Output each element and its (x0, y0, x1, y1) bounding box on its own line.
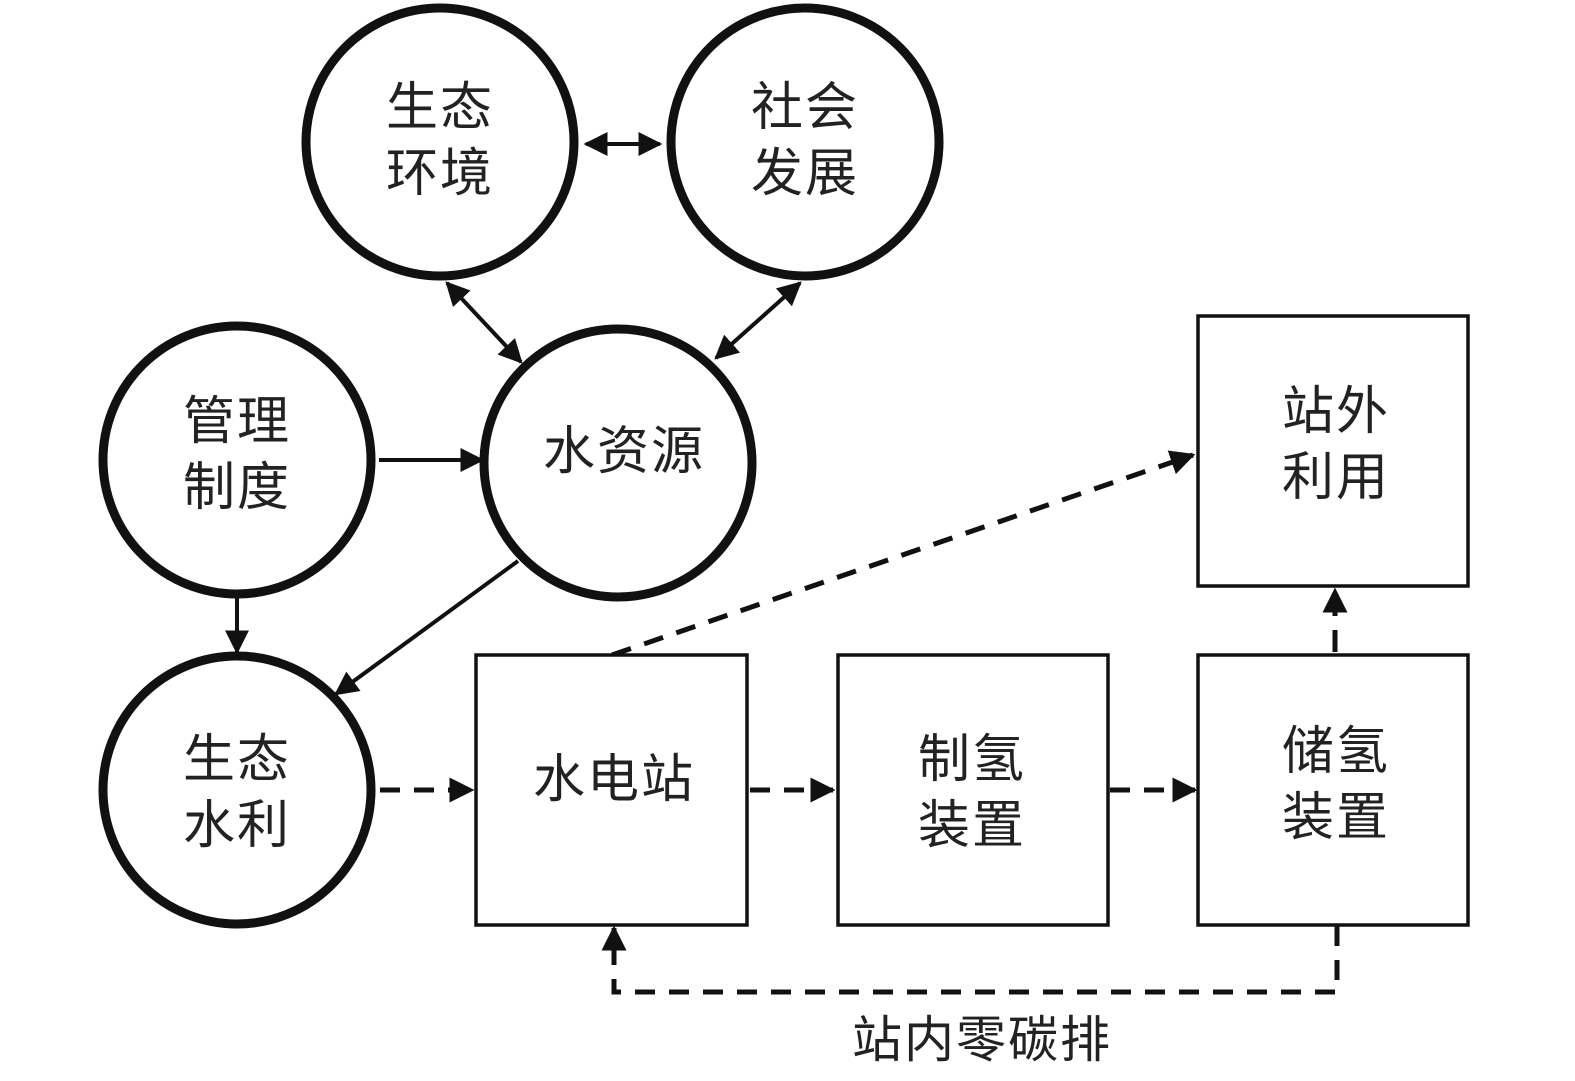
node-water-resources: 水资源 (479, 324, 757, 602)
edge-hydrogen-storage-hydropower-loop (601, 925, 1340, 995)
node-eco-environment-line-1: 生态 (386, 78, 494, 138)
node-hydrogen-storage: 储氢 装置 (1196, 653, 1470, 927)
node-eco-environment: 生态 环境 (301, 3, 579, 281)
node-management-system-line-1: 管理 (183, 392, 291, 452)
node-hydrogen-storage-line-1: 储氢 (1282, 722, 1390, 782)
node-social-development-line-1: 社会 (751, 78, 859, 138)
node-management-system-line-2: 制度 (183, 458, 291, 518)
node-offsite-utilization: 站外 利用 (1196, 314, 1470, 588)
node-eco-water-conservancy-line-1: 生态 (183, 730, 291, 790)
node-offsite-utilization-line-1: 站外 (1282, 382, 1390, 442)
node-hydrogen-production-line-1: 制氢 (918, 730, 1026, 790)
node-social-development-line-2: 发展 (751, 144, 859, 204)
node-offsite-utilization-line-2: 利用 (1282, 448, 1390, 508)
node-eco-environment-line-2: 环境 (386, 144, 494, 204)
edge-social-development-water-resources (714, 281, 802, 360)
loop-caption: 站内零碳排 (852, 1011, 1112, 1069)
edge-water-resources-eco-water-conservancy (334, 559, 520, 696)
node-hydrogen-storage-line-2: 装置 (1282, 788, 1390, 848)
node-hydropower-station-line-1: 水电站 (533, 750, 695, 810)
edge-hydropower-offsite-utilization (611, 450, 1196, 658)
node-water-resources-line-1: 水资源 (543, 422, 705, 482)
node-management-system: 管理 制度 (98, 321, 376, 599)
node-hydrogen-production-line-2: 装置 (918, 796, 1026, 856)
node-hydropower-station: 水电站 (474, 653, 749, 927)
edge-eco-environment-water-resources (445, 281, 523, 364)
node-social-development: 社会 发展 (666, 3, 944, 281)
node-hydrogen-production: 制氢 装置 (836, 653, 1110, 927)
node-eco-water-conservancy: 生态 水利 (98, 651, 376, 929)
edges (225, 132, 1348, 995)
node-eco-water-conservancy-line-2: 水利 (183, 796, 291, 856)
